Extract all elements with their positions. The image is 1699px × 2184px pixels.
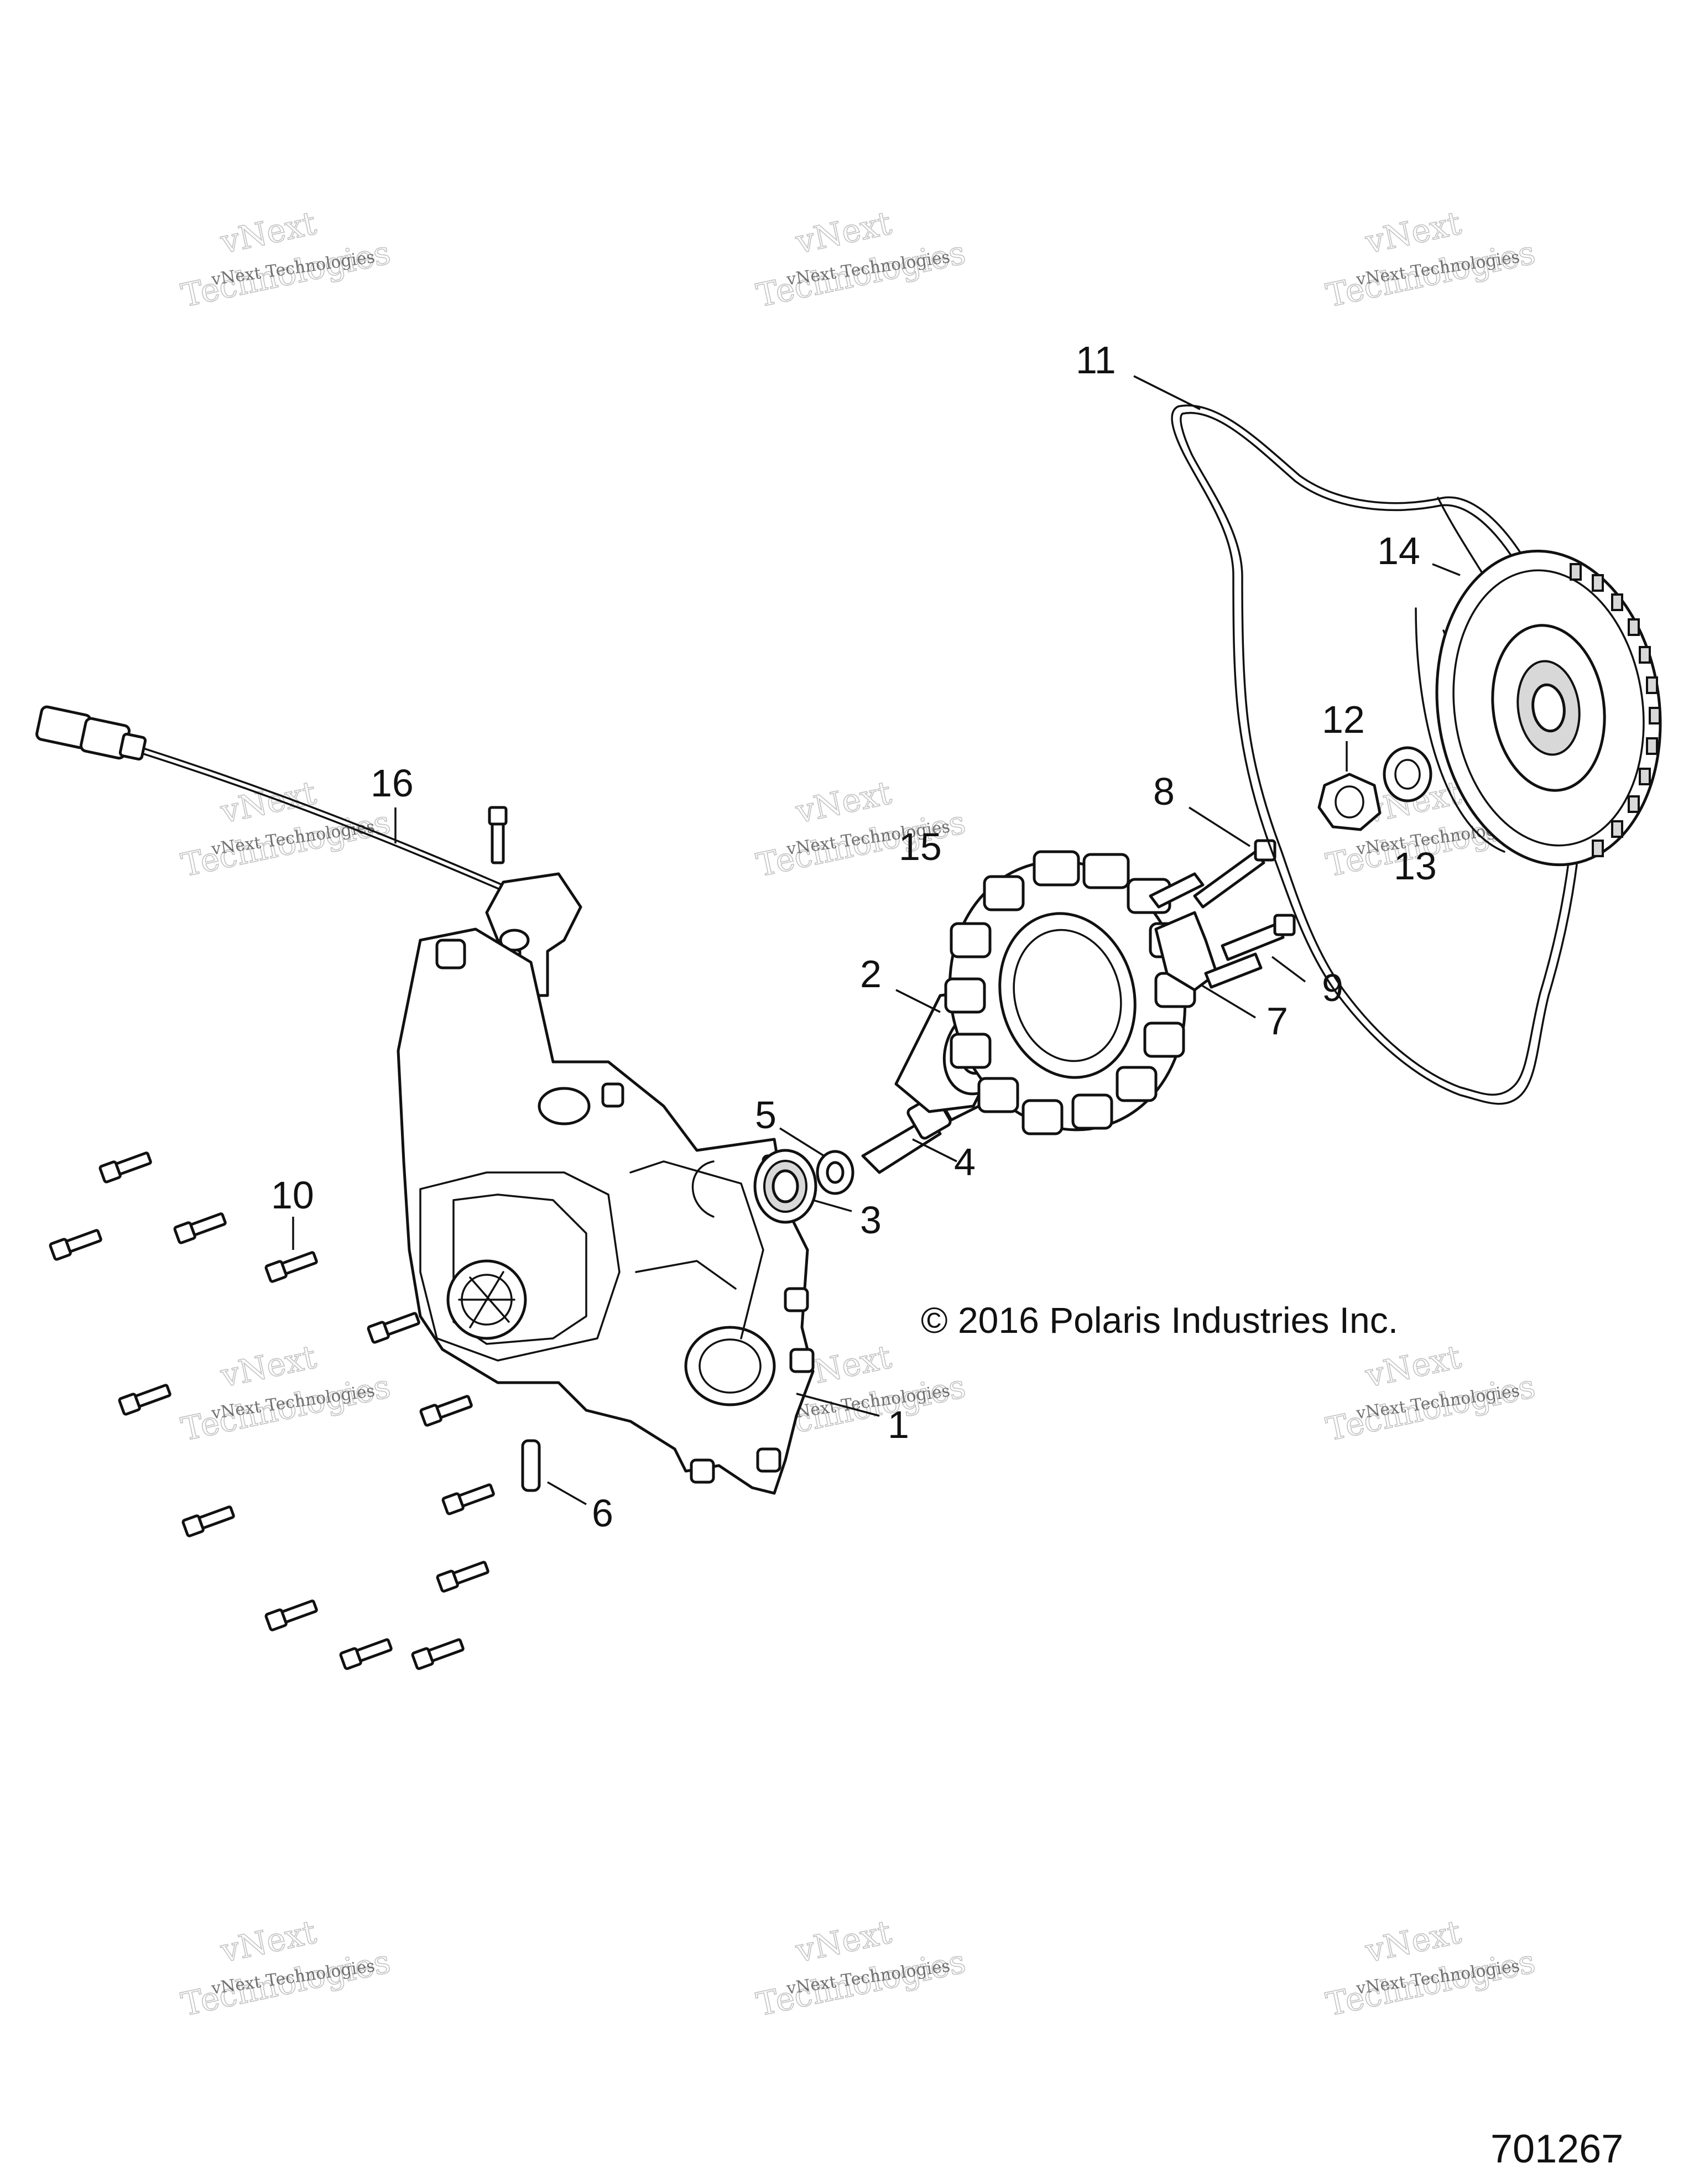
- callout-12: 12: [1322, 698, 1365, 741]
- callout-1: 1: [888, 1403, 909, 1446]
- callout-13: 13: [1394, 845, 1437, 888]
- washer-13: [1383, 746, 1432, 802]
- leader-4: [912, 1138, 957, 1163]
- watermark: vNext Technologies vNext Technologies: [1322, 1912, 1539, 2024]
- leader-9: [1271, 956, 1306, 983]
- leader-5: [779, 1127, 825, 1157]
- crankcase-cover-1: [397, 927, 815, 1495]
- leader-14: [1432, 563, 1461, 576]
- bolt: [488, 806, 508, 864]
- watermarks: vNext Technologies vNext Technologies vN…: [178, 204, 1539, 2024]
- long-bolts-8: [1149, 839, 1276, 909]
- callout-8: 8: [1153, 770, 1175, 813]
- watermark: vNext Technologies vNext Technologies: [178, 773, 394, 884]
- bolts-10: [49, 1151, 495, 1670]
- callout-4: 4: [954, 1140, 976, 1184]
- leader-3: [812, 1199, 852, 1212]
- callout-2: 2: [860, 952, 882, 995]
- nut-12: [1317, 773, 1382, 831]
- leader-lines: [292, 375, 1461, 1505]
- copyright-notice: © 2016 Polaris Industries Inc.: [921, 1300, 1398, 1341]
- flywheel-14: [1415, 549, 1662, 867]
- screws-9: [1204, 914, 1296, 989]
- watermark: vNext Technologies vNext Technologies: [1322, 204, 1539, 315]
- dowel-pin-6: [521, 1439, 541, 1492]
- watermark: vNext Technologies vNext Technologies: [753, 204, 969, 315]
- callout-7: 7: [1267, 999, 1288, 1043]
- callout-11: 11: [1076, 338, 1116, 382]
- callout-15: 15: [899, 825, 942, 868]
- leader-8: [1189, 806, 1250, 847]
- callout-14: 14: [1377, 529, 1420, 572]
- leader-2: [895, 989, 941, 1013]
- seal-3: [753, 1149, 817, 1224]
- watermark: vNext Technologies vNext Technologies: [753, 1912, 969, 2024]
- callout-labels: 1 2 3 4 5 6 7 8 9 10 11 12 13 14 15 16: [271, 338, 1437, 1535]
- leader-1: [796, 1393, 880, 1417]
- leader-7: [1200, 983, 1256, 1019]
- watermark: vNext Technologies vNext Technologies: [178, 1912, 394, 2024]
- washer-5: [816, 1150, 854, 1195]
- callout-9: 9: [1322, 966, 1343, 1009]
- leader-6: [547, 1481, 587, 1505]
- sensor-harness-16: [35, 705, 582, 997]
- watermark: vNext Technologies vNext Technologies: [178, 1337, 394, 1448]
- document-number: 701267: [1490, 2127, 1623, 2171]
- callout-16: 16: [371, 762, 414, 805]
- watermark: vNext Technologies vNext Technologies: [178, 204, 394, 315]
- callout-6: 6: [592, 1492, 613, 1535]
- callout-10: 10: [271, 1174, 314, 1217]
- leader-11: [1133, 375, 1201, 410]
- watermark: vNext Technologies vNext Technologies: [1322, 1337, 1539, 1448]
- callout-3: 3: [860, 1198, 882, 1242]
- flywheel-teeth: [1570, 563, 1661, 857]
- callout-5: 5: [755, 1093, 776, 1137]
